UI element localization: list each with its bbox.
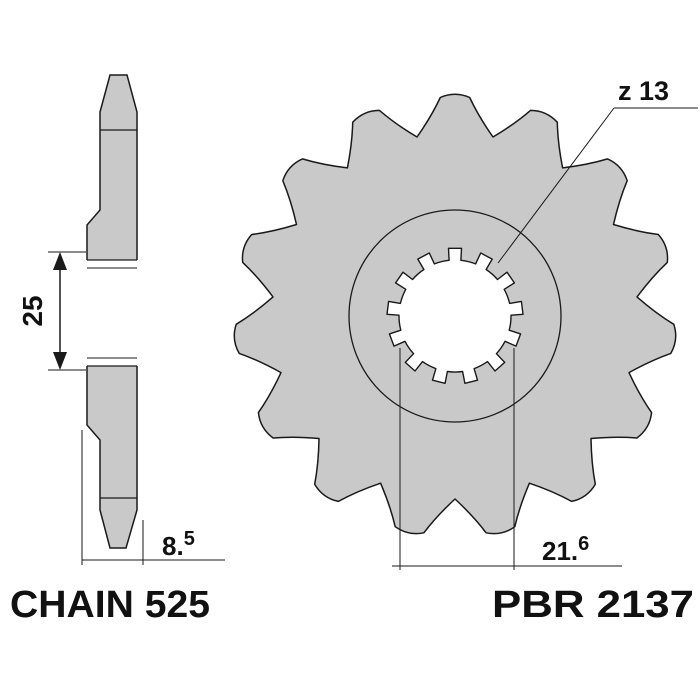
bore-label-sup: 6 xyxy=(578,533,589,555)
side-profile-bore-gap xyxy=(86,260,138,366)
side-profile-view xyxy=(86,74,138,549)
bore-label-main: 21. xyxy=(542,536,578,566)
chain-label: CHAIN 525 xyxy=(10,584,210,626)
width-label: 8.5 xyxy=(162,528,195,561)
spline-bore xyxy=(386,247,524,384)
hub-height-arrow-down xyxy=(53,352,67,370)
part-number-label: PBR 2137 xyxy=(492,584,694,626)
hub-height-dimension: 25 xyxy=(17,251,86,371)
width-label-main: 8. xyxy=(162,531,184,561)
hub-height-label: 25 xyxy=(17,295,48,326)
hub-height-arrow-up xyxy=(53,252,67,270)
teeth-count-callout: z 13 xyxy=(497,76,698,264)
width-dimension: 8.5 xyxy=(81,430,225,565)
teeth-leader-line xyxy=(497,107,615,264)
width-label-sup: 5 xyxy=(184,528,195,550)
bore-dimension: 21.6 xyxy=(392,533,622,567)
bore-label: 21.6 xyxy=(542,533,589,566)
hub-circle xyxy=(348,209,562,423)
front-view xyxy=(233,93,677,570)
teeth-count-label: z 13 xyxy=(618,76,669,106)
